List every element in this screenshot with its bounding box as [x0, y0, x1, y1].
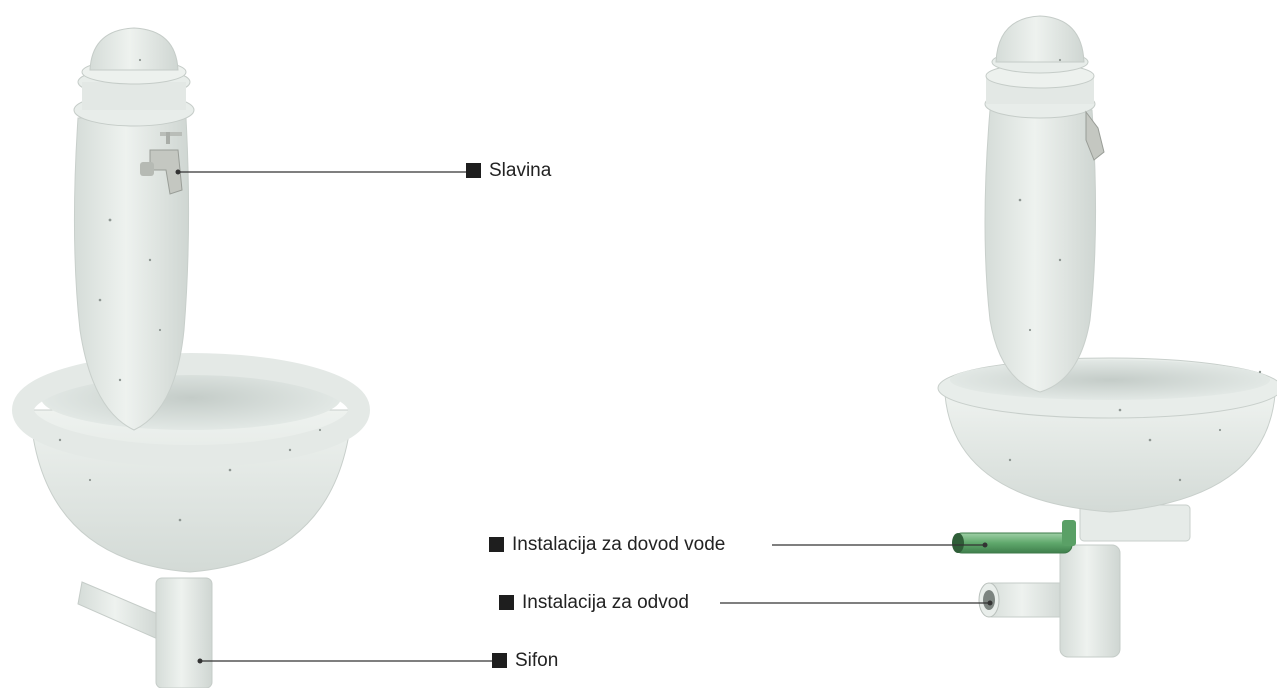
label-sifon-text: Sifon: [515, 651, 558, 670]
black-square-marker-icon: [492, 653, 507, 668]
label-odvod-text: Instalacija za odvod: [522, 593, 689, 612]
left-fountain: [23, 28, 359, 688]
supply-pipe: [952, 520, 1076, 553]
black-square-marker-icon: [489, 537, 504, 552]
label-slavina: Slavina: [466, 161, 551, 180]
label-odvod: Instalacija za odvod: [499, 593, 689, 612]
right-fountain: [938, 16, 1277, 657]
black-square-marker-icon: [466, 163, 481, 178]
label-slavina-text: Slavina: [489, 161, 551, 180]
black-square-marker-icon: [499, 595, 514, 610]
label-dovod-text: Instalacija za dovod vode: [512, 535, 725, 554]
label-sifon: Sifon: [492, 651, 558, 670]
label-dovod: Instalacija za dovod vode: [489, 535, 725, 554]
